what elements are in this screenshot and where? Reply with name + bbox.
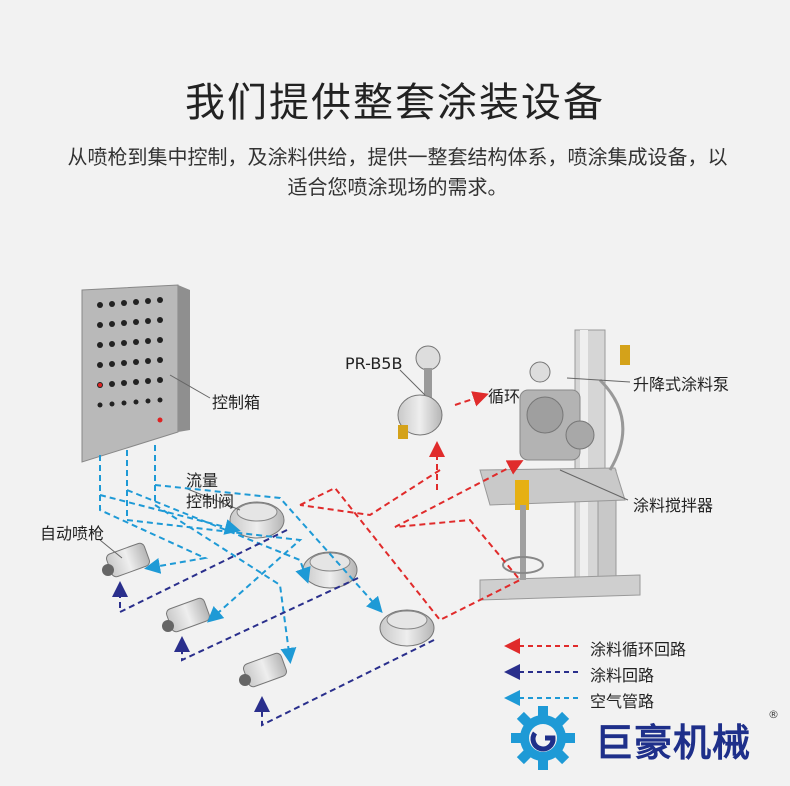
lift-pump-machine [479,329,641,601]
flow-valve-1 [229,501,285,539]
label-mixer: 涂料搅拌器 [633,496,714,515]
legend-label-paint: 涂料回路 [590,666,655,685]
legend-label-circulation: 涂料循环回路 [590,640,687,659]
paint-lines [112,529,435,727]
brand-name: 巨豪机械 [595,721,752,765]
flow-valve-2 [302,551,358,589]
spray-gun-2 [162,597,210,633]
air-lines [99,445,383,664]
label-circulation: 循环 [488,387,521,406]
lift-pump-leader [566,377,631,383]
label-flow-valve-1: 流量 [186,471,219,490]
spray-gun-1 [102,542,150,578]
flow-valve-leader [184,487,241,511]
label-auto-gun: 自动喷枪 [40,524,105,543]
page-subtitle: 从喷枪到集中控制，及涂料供给，提供一整套结构体系，喷涂集成设备，以适合您喷涂现场… [67,145,728,199]
legend [504,638,578,706]
label-pr-b5b: PR-B5B [345,354,403,373]
control-box [81,284,211,463]
spray-gun-3 [239,652,287,688]
mixer-leader [559,469,629,501]
legend-label-air: 空气管路 [590,692,655,711]
circulation-lines [299,391,524,622]
label-control-box: 控制箱 [212,393,261,412]
pr-b5b-pump [397,345,443,439]
flow-valve-3 [379,609,435,647]
brand-registered-mark: ® [768,708,779,721]
auto-gun-leader [99,539,123,559]
label-flow-valve-2: 控制阀 [186,492,235,511]
label-lift-pump: 升降式涂料泵 [633,375,730,394]
brand-gear-icon [511,706,575,770]
page-title: 我们提供整套涂装设备 [185,80,605,126]
